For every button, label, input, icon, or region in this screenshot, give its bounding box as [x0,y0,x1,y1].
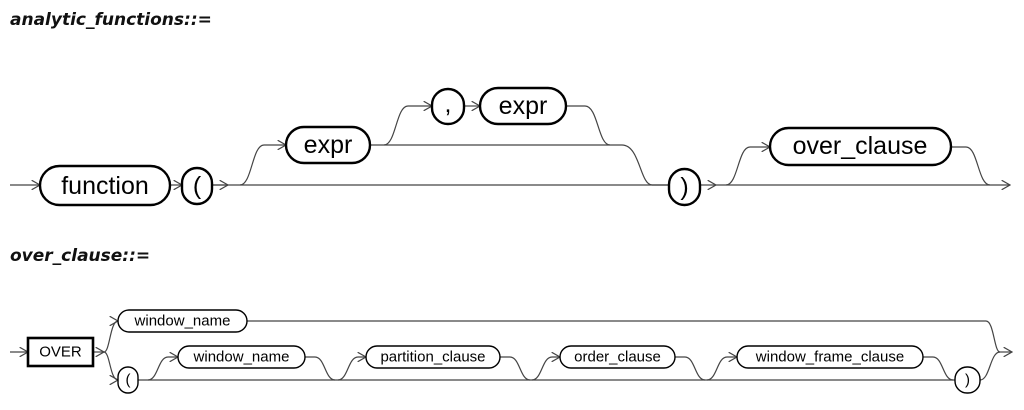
node-lparen-label: ( [193,172,202,200]
node-lparen-2-label: ( [126,372,131,389]
node-window-frame-clause-label: window_frame_clause [755,349,904,366]
node-window-name[interactable]: window_name [177,345,306,369]
node-rparen-2-label: ) [965,372,970,389]
node-comma-label: , [445,90,452,118]
node-comma[interactable]: , [430,87,466,126]
node-window-name-alt-label: window_name [134,313,231,330]
node-function[interactable]: function [38,164,172,207]
node-partition-clause-label: partition_clause [380,349,485,366]
node-expr-label: expr [304,131,353,159]
node-expr-repeat[interactable]: expr [478,86,568,126]
analytic-functions-tracks [10,106,1010,185]
node-rparen[interactable]: ) [667,167,702,207]
node-expr-repeat-label: expr [499,92,548,120]
node-order-clause[interactable]: order_clause [559,345,676,369]
analytic-functions-title: analytic_functions::= [10,10,212,30]
node-rparen-2[interactable]: ) [954,366,981,394]
node-window-name-alt[interactable]: window_name [117,309,248,333]
node-expr[interactable]: expr [284,125,372,165]
over-clause-tracks [10,321,1012,380]
node-rparen-label: ) [680,173,688,201]
node-function-label: function [61,172,149,200]
node-over-clause-label: over_clause [793,132,928,160]
node-lparen[interactable]: ( [180,166,214,206]
node-lparen-2[interactable]: ( [117,366,139,394]
node-window-frame-clause[interactable]: window_frame_clause [736,345,924,369]
over-clause-title: over_clause::= [10,246,151,266]
node-over-label: OVER [39,344,82,361]
node-over-keyword[interactable]: OVER [26,336,95,368]
node-order-clause-label: order_clause [574,349,661,366]
node-window-name-label: window_name [193,349,290,366]
node-over-clause[interactable]: over_clause [768,126,953,167]
node-partition-clause[interactable]: partition_clause [365,345,501,369]
